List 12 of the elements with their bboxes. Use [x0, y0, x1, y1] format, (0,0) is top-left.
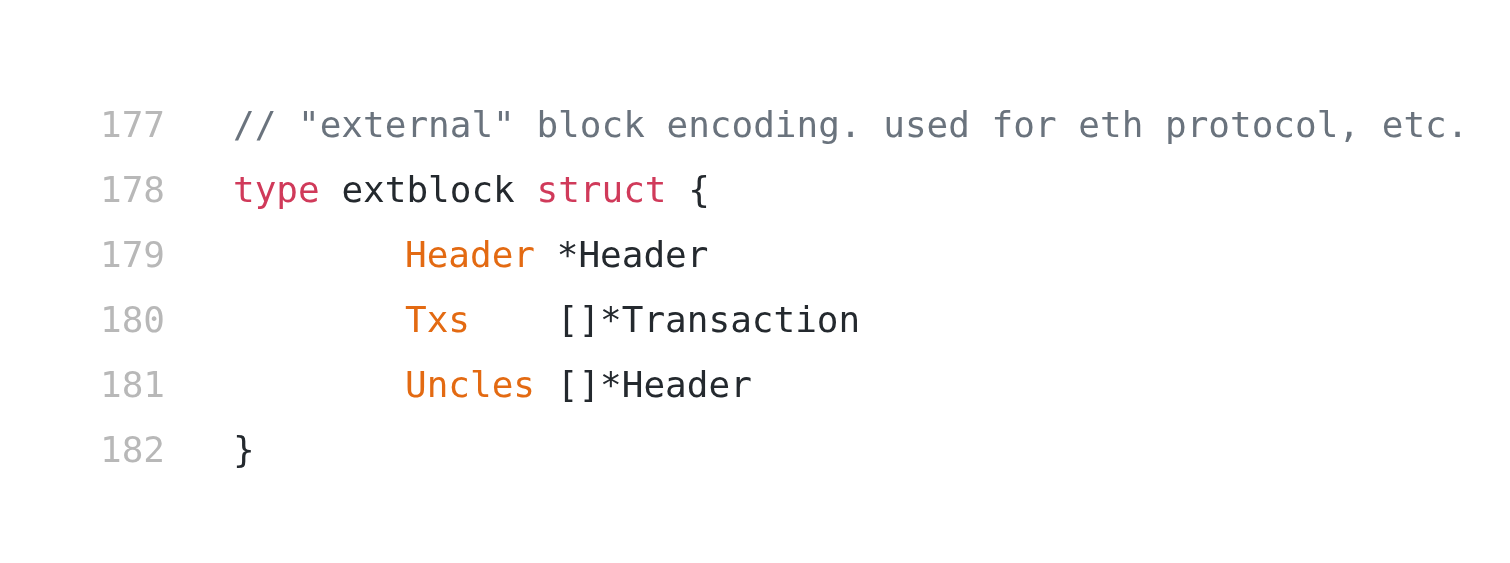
code-line: // "external" block encoding. used for eth protocol, etc.: [233, 103, 1469, 147]
code-line: type extblock struct {: [233, 168, 710, 212]
code-line: Header *Header: [405, 233, 709, 277]
line-number: 177: [100, 103, 167, 147]
code-line: Uncles []*Header: [405, 363, 752, 407]
code-line: Txs []*Transaction: [405, 298, 861, 342]
line-number: 178: [100, 168, 167, 212]
line-number: 179: [100, 233, 167, 277]
line-number: 181: [100, 363, 167, 407]
line-number: 182: [100, 428, 167, 472]
line-number: 180: [100, 298, 167, 342]
code-line: }: [233, 428, 255, 472]
